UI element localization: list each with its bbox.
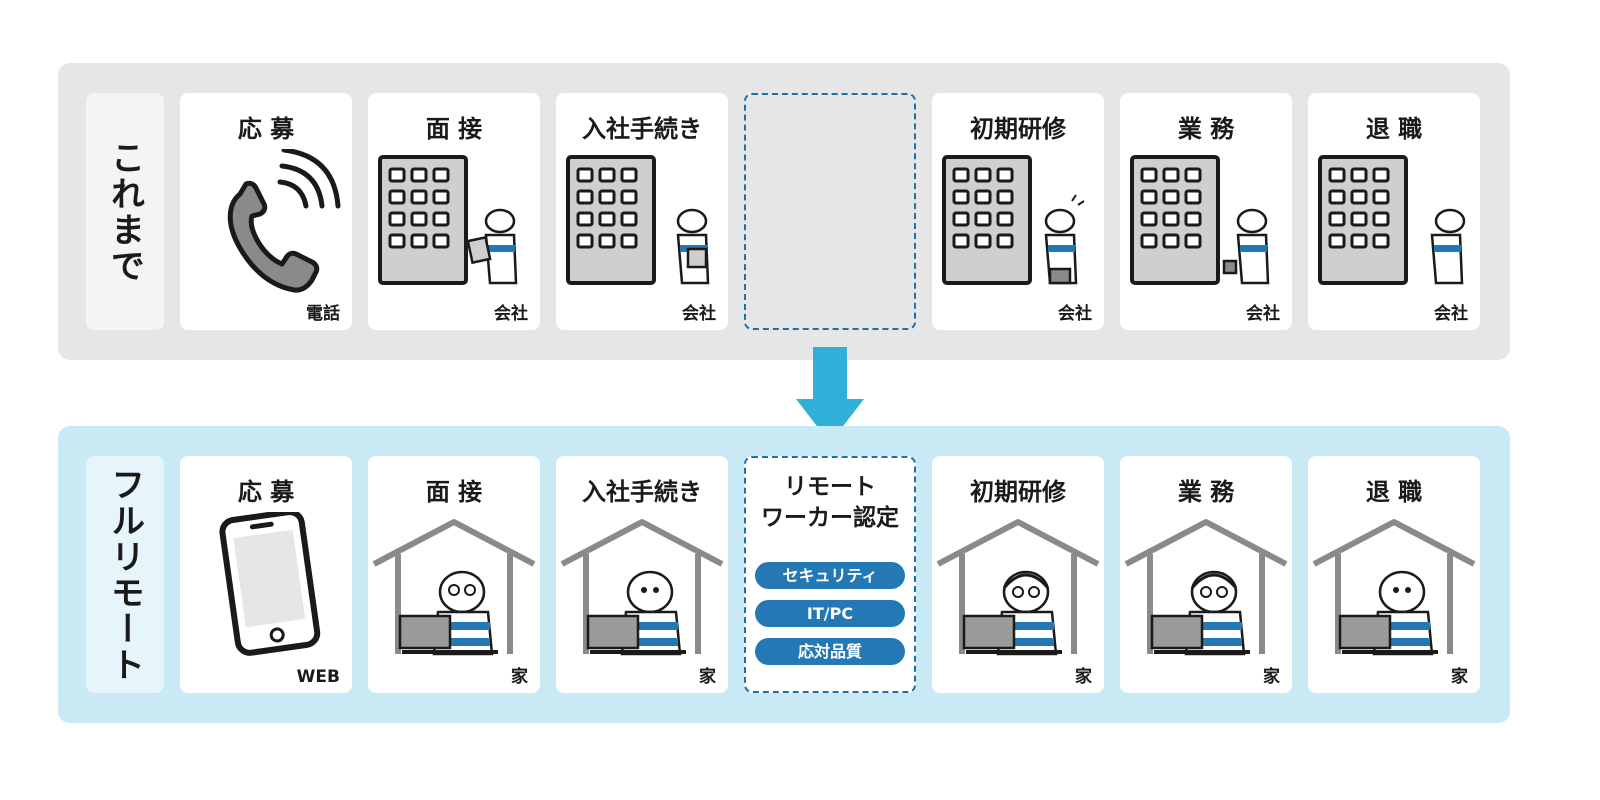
step-place: 会社 [1246, 304, 1280, 324]
after-panel: フルリモート 応 募 WEB 面 接 [58, 426, 1510, 723]
house-icon [372, 519, 536, 656]
step-title: 入社手続き [582, 478, 702, 506]
step-title: 面 接 [425, 115, 483, 143]
office-building-icon [942, 155, 1085, 285]
before-step-onboarding: 入社手続き 会社 [556, 93, 728, 330]
after-step-interview: 面 接 家 [368, 456, 540, 693]
step-place: 家 [1263, 667, 1280, 687]
step-place: 会社 [1434, 304, 1468, 324]
bear-character-icon [1044, 194, 1085, 285]
before-label: これまで [86, 93, 164, 330]
step-title-line-1: リモート [784, 474, 876, 500]
office-building-icon [566, 155, 710, 285]
step-place: WEB [296, 667, 340, 687]
office-building-icon [1318, 155, 1466, 285]
house-icon [936, 519, 1100, 656]
before-step-apply: 応 募 電話 [180, 93, 352, 330]
before-step-work: 業 務 会社 [1120, 93, 1292, 330]
step-place: 会社 [1058, 304, 1092, 324]
office-building-icon [378, 155, 518, 285]
before-step-resign: 退 職 会社 [1308, 93, 1480, 330]
smartphone-icon [219, 512, 321, 656]
house-icon [1312, 519, 1476, 656]
step-title: 業 務 [1177, 478, 1235, 506]
step-title: 初期研修 [970, 115, 1066, 143]
bear-character-icon [1430, 208, 1466, 285]
before-step-interview: 面 接 会社 [368, 93, 540, 330]
after-step-onboarding: 入社手続き 家 [556, 456, 728, 693]
step-title: 業 務 [1177, 115, 1235, 143]
step-place: 電話 [306, 304, 340, 324]
step-title: 応 募 [237, 478, 295, 506]
bear-character-icon [1222, 208, 1270, 285]
after-step-training: 初期研修 家 [932, 456, 1104, 693]
after-step-work: 業 務 家 [1120, 456, 1292, 693]
certification-item: 応対品質 [755, 638, 905, 665]
step-title-line-2: ワーカー認定 [761, 505, 899, 531]
after-step-resign: 退 職 家 [1308, 456, 1480, 693]
after-step-remote-certification: リモート ワーカー認定 セキュリティ IT/PC 応対品質 [744, 456, 916, 693]
before-step-training: 初期研修 会社 [932, 93, 1104, 330]
before-step-empty-placeholder [744, 93, 916, 330]
step-title: 退 職 [1365, 115, 1423, 143]
step-title: 応 募 [237, 115, 295, 143]
step-title: 初期研修 [970, 478, 1066, 506]
bear-character-icon [676, 208, 710, 285]
phone-icon [227, 149, 341, 293]
step-place: 家 [511, 667, 528, 687]
step-place: 家 [699, 667, 716, 687]
before-panel: これまで 応 募 電話 面 接 [58, 63, 1510, 360]
step-place: 会社 [494, 304, 528, 324]
step-place: 家 [1075, 667, 1092, 687]
down-arrow-icon [796, 347, 864, 443]
step-title: リモート ワーカー認定 [746, 472, 914, 534]
step-place: 会社 [682, 304, 716, 324]
certification-item: IT/PC [755, 600, 905, 627]
bear-character-icon [466, 208, 518, 285]
step-title: 入社手続き [582, 115, 702, 143]
house-icon [1124, 519, 1288, 656]
after-label: フルリモート [86, 456, 164, 693]
step-title: 退 職 [1365, 478, 1423, 506]
step-title: 面 接 [425, 478, 483, 506]
after-step-apply: 応 募 WEB [180, 456, 352, 693]
certification-item: セキュリティ [755, 562, 905, 589]
office-building-icon [1130, 155, 1270, 285]
step-place: 家 [1451, 667, 1468, 687]
house-icon [560, 519, 724, 656]
